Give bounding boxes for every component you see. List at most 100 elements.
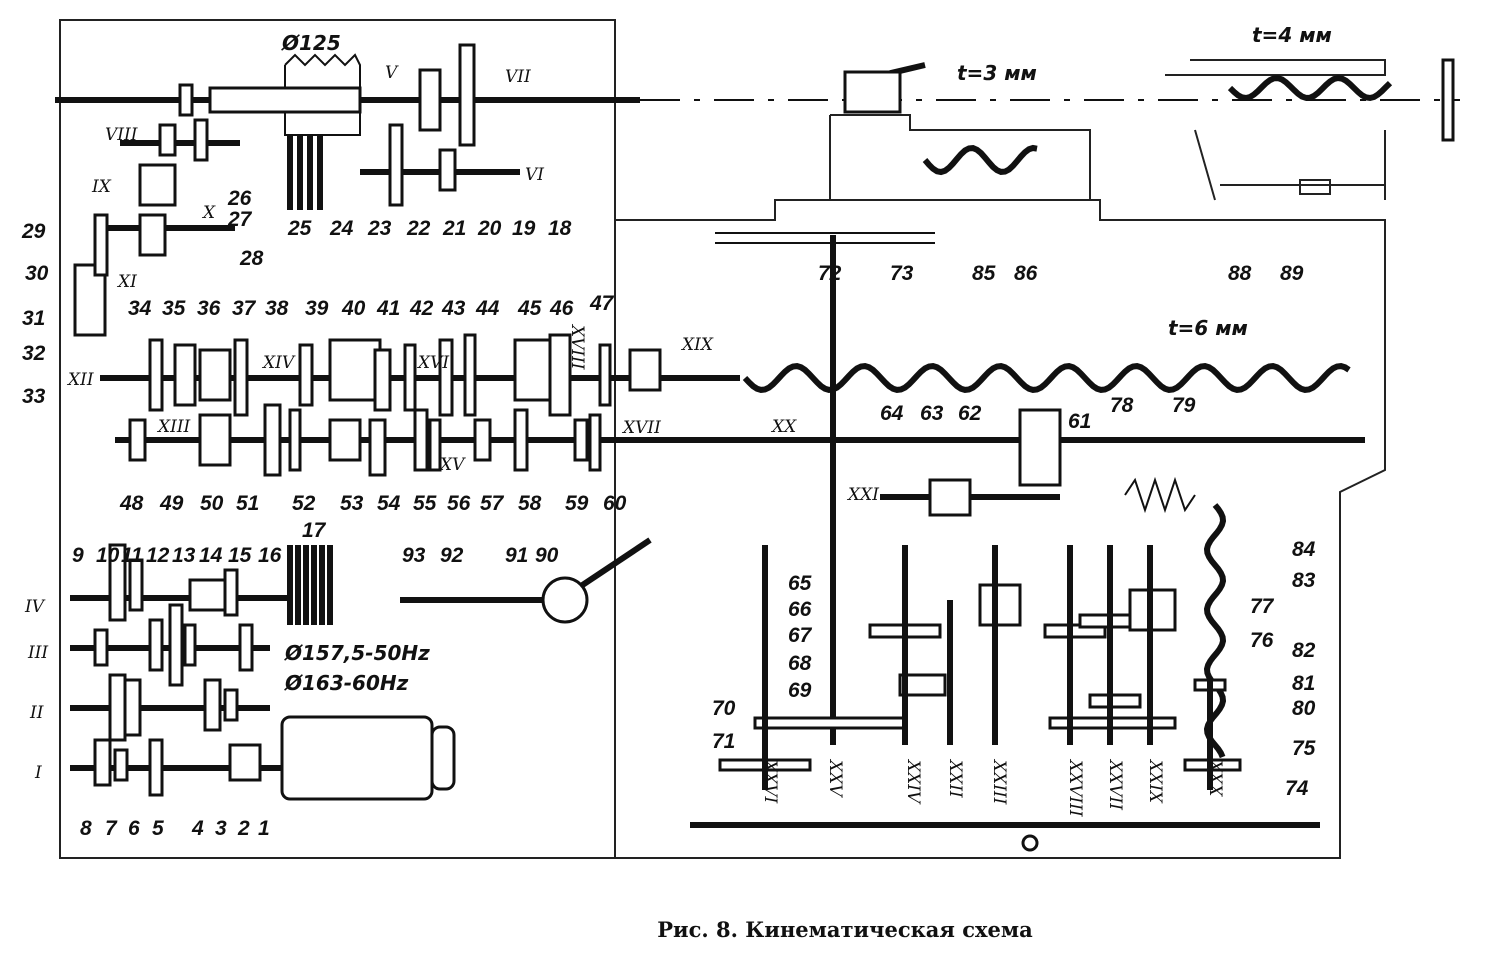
shaft-label-xvi: XVI: [416, 353, 449, 373]
part-label-81: 81: [1292, 672, 1315, 695]
cross-screw-pitch-label: t=3 мм: [957, 61, 1037, 85]
gear: [628, 348, 662, 392]
part-label-51: 51: [236, 492, 259, 515]
bed-frame: [615, 199, 1386, 859]
toolpost: [843, 70, 902, 114]
gear: [513, 338, 557, 402]
part-label-28: 28: [239, 247, 264, 270]
gear: [193, 118, 209, 162]
part-label-44: 44: [475, 297, 500, 320]
gear: [108, 673, 127, 742]
tailstock-screw-pitch-label: t=4 мм: [1252, 23, 1332, 47]
part-label-76: 76: [1250, 629, 1274, 652]
gear: [598, 343, 612, 407]
part-label-14: 14: [199, 544, 223, 567]
part-label-78: 78: [1110, 394, 1134, 417]
part-label-73: 73: [890, 262, 914, 285]
part-label-42: 42: [409, 297, 434, 320]
part-label-5: 5: [152, 817, 164, 840]
part-label-66: 66: [788, 598, 812, 621]
shaft-label-xi: XI: [116, 272, 137, 292]
gear: [388, 123, 404, 207]
part-label-85: 85: [972, 262, 996, 285]
part-label-63: 63: [920, 402, 944, 425]
part-label-22: 22: [406, 217, 431, 240]
part-label-91: 91: [505, 544, 528, 567]
shaft-label-v: V: [385, 63, 399, 83]
part-label-74: 74: [1285, 777, 1309, 800]
tailstock-outline: [1165, 59, 1386, 201]
part-label-34: 34: [128, 297, 152, 320]
gear: [588, 413, 602, 472]
part-label-2: 2: [237, 817, 250, 840]
gear: [93, 628, 109, 667]
part-label-24: 24: [329, 217, 354, 240]
part-label-57: 57: [480, 492, 505, 515]
shaft-label-xx: XX: [770, 417, 797, 437]
part-label-41: 41: [376, 297, 400, 320]
part-label-84: 84: [1292, 538, 1316, 561]
part-label-62: 62: [958, 402, 982, 425]
part-label-89: 89: [1280, 262, 1304, 285]
gear: [128, 418, 147, 462]
gear: [428, 418, 442, 472]
gear: [288, 408, 302, 472]
part-label-60: 60: [603, 492, 627, 515]
part-label-75: 75: [1292, 737, 1316, 760]
lead-screw-pitch-label: t=6 мм: [1168, 316, 1248, 340]
part-label-72: 72: [818, 262, 842, 285]
shaft-label-xvii: XVII: [621, 418, 661, 438]
part-label-48: 48: [119, 492, 144, 515]
gear: [223, 568, 239, 617]
gear: [168, 603, 184, 687]
labels: IIIIIIIVVVIVIIVIIIIXXXIXIIXIIIXIVXVXVIXV…: [21, 23, 1332, 942]
vertical-screw: [1203, 503, 1227, 759]
gear: [928, 478, 972, 517]
part-label-18: 18: [548, 217, 572, 240]
part-label-26: 26: [227, 187, 252, 210]
gear: [1078, 613, 1132, 629]
gear: [158, 123, 177, 157]
electric-motor: [280, 715, 434, 801]
gear: [198, 413, 232, 467]
shaft-label-vi: VI: [525, 165, 544, 185]
part-label-77: 77: [1250, 595, 1275, 618]
handwheel-90[interactable]: [541, 576, 589, 624]
part-label-61: 61: [1068, 410, 1091, 433]
part-label-43: 43: [441, 297, 466, 320]
gear: [438, 148, 457, 192]
gear: [473, 418, 492, 462]
part-label-52: 52: [292, 492, 316, 515]
spring: [1124, 476, 1196, 514]
shaft-label-x: X: [201, 203, 216, 223]
gear: [458, 43, 476, 147]
part-label-11: 11: [121, 544, 143, 567]
part-label-92: 92: [440, 544, 464, 567]
gear: [1018, 408, 1062, 487]
gear: [403, 343, 417, 412]
carriage-outline: [829, 114, 1091, 200]
part-label-10: 10: [96, 544, 120, 567]
part-label-15: 15: [228, 544, 252, 567]
tailstock-screw: [1227, 74, 1393, 102]
shaft-label-xviii: XVIII: [567, 323, 587, 370]
gear: [898, 673, 947, 697]
part-label-70: 70: [712, 697, 736, 720]
part-label-23: 23: [367, 217, 392, 240]
part-label-30: 30: [25, 262, 49, 285]
part-label-69: 69: [788, 679, 812, 702]
gear: [233, 338, 249, 417]
part-label-46: 46: [549, 297, 574, 320]
gear: [463, 333, 477, 417]
part-label-9: 9: [72, 544, 84, 567]
gear: [148, 338, 164, 412]
gear: [223, 688, 239, 722]
clutch-knob[interactable]: [1021, 834, 1039, 852]
tailstock-handwheel[interactable]: [1441, 58, 1455, 142]
part-label-29: 29: [21, 220, 46, 243]
shaft-label-xii: XII: [66, 370, 94, 390]
part-label-67: 67: [788, 624, 813, 647]
motor-end: [430, 725, 456, 791]
part-label-8: 8: [80, 817, 92, 840]
gear: [753, 716, 907, 730]
